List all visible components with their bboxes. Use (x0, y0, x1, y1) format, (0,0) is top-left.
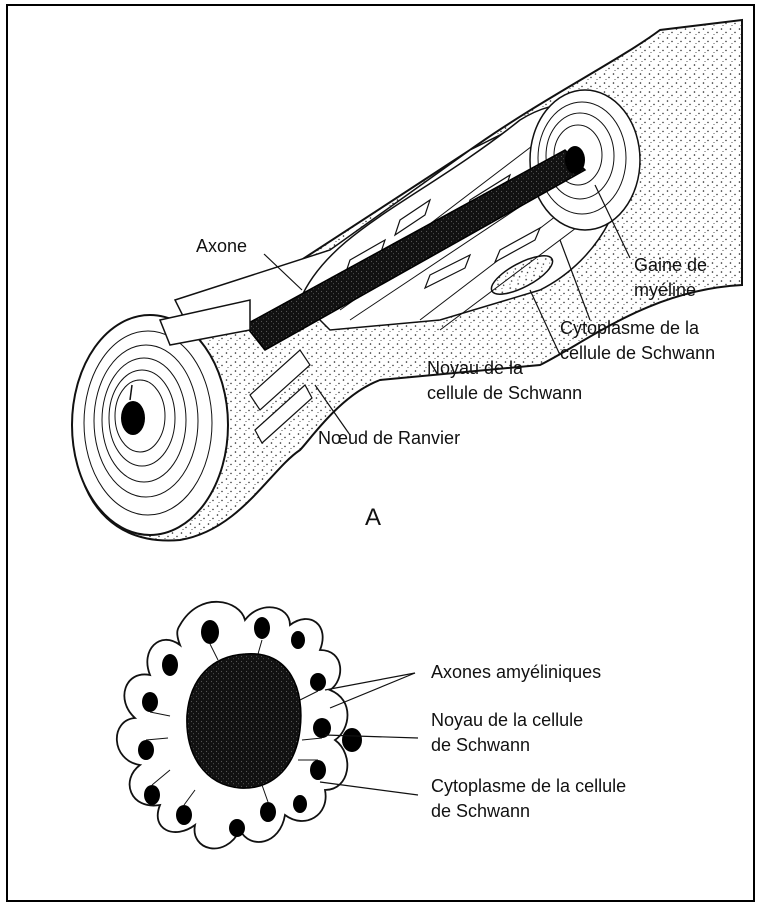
panel-label-a: A (365, 504, 381, 531)
label-axone: Axone (196, 236, 247, 256)
label-noyau-b-line2: de Schwann (431, 735, 530, 755)
label-cytoplasme-a-line2: cellule de Schwann (560, 343, 715, 363)
label-cytoplasme-b-line2: de Schwann (431, 801, 530, 821)
unmyelinated-fiber (117, 602, 362, 849)
label-gaine-line1: Gaine de (634, 255, 707, 275)
label-cytoplasme-a-line1: Cytoplasme de la (560, 318, 700, 338)
cut-face (72, 315, 228, 535)
label-axones-amyeliniques: Axones amyéliniques (431, 662, 601, 682)
label-noeud: Nœud de Ranvier (318, 428, 460, 448)
schwann-nucleus-b (187, 654, 301, 788)
label-noyau-a-line1: Noyau de la (427, 358, 524, 378)
label-cytoplasme-b-line1: Cytoplasme de la cellule (431, 776, 626, 796)
label-noyau-b-line1: Noyau de la cellule (431, 710, 583, 730)
label-noyau-a-line2: cellule de Schwann (427, 383, 582, 403)
label-gaine-line2: myéline (634, 280, 696, 300)
